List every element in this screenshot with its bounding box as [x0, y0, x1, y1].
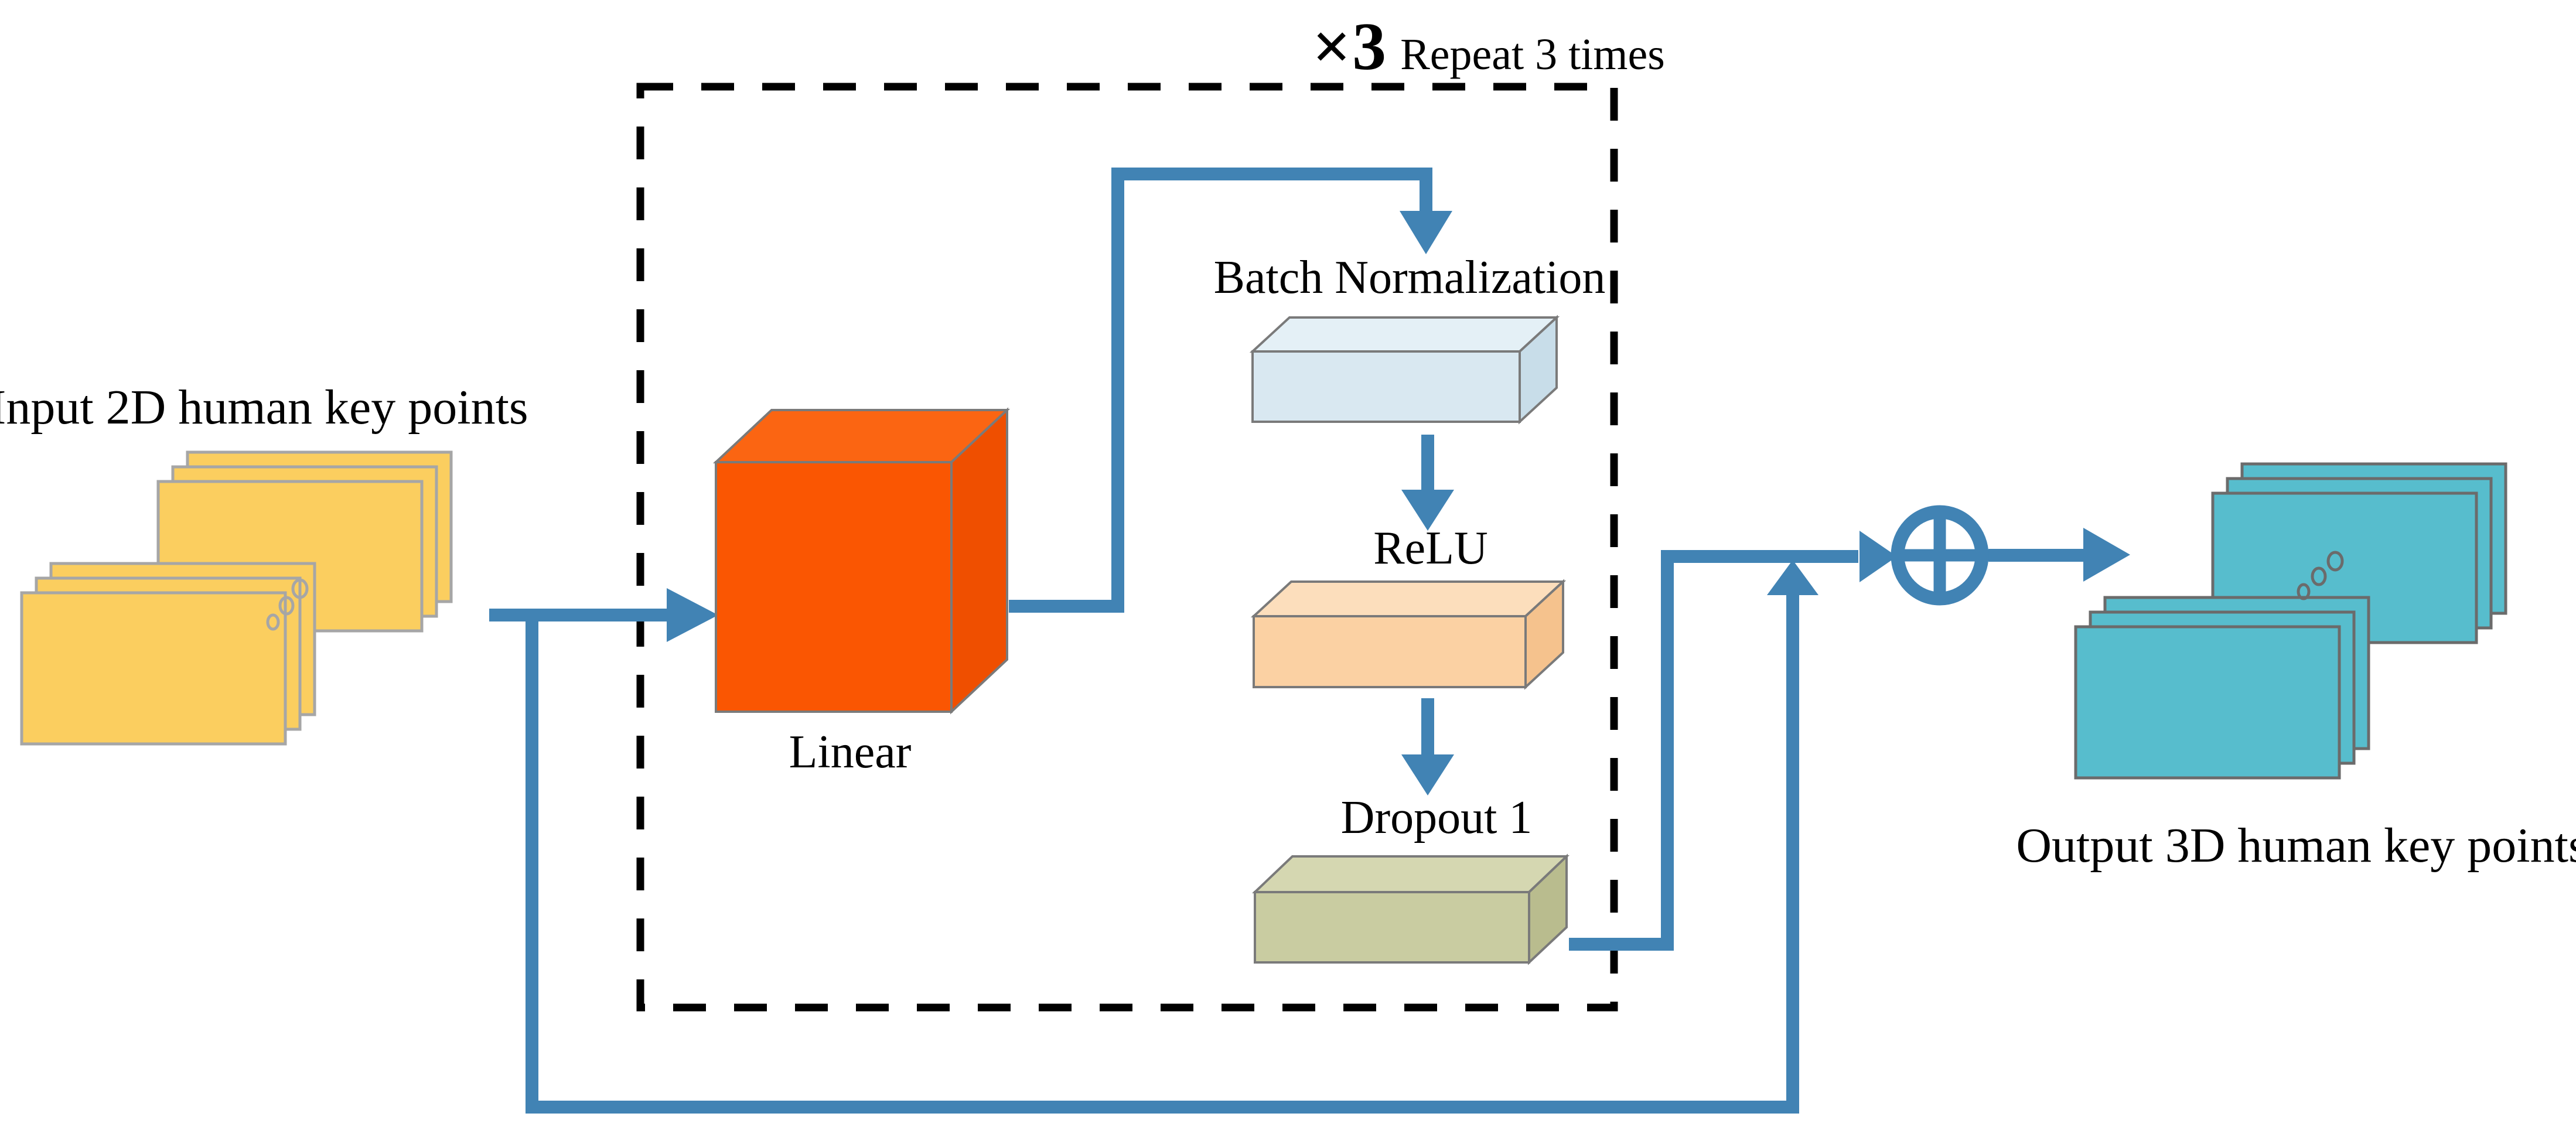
dropout-box-front [1254, 891, 1530, 964]
linear-to-batchnorm-line [1009, 168, 1432, 613]
linear-cube-side [950, 407, 1008, 715]
relu-label: ReLU [1373, 522, 1488, 574]
skip-connection-line [526, 595, 1799, 1114]
dropout-to-sum-line [1569, 550, 1858, 951]
sum-in-arrowhead [1860, 531, 1897, 582]
sum-plus [1899, 513, 1981, 597]
output-panel [2074, 625, 2341, 780]
repeat-badge: ×3 Repeat 3 times [1312, 8, 1665, 86]
batchnorm-arrowhead [1400, 211, 1452, 254]
dropout-box [1252, 853, 1570, 965]
linear-cube-front [715, 461, 953, 713]
relu-box-front [1253, 615, 1527, 688]
arrowheads [667, 211, 2130, 795]
input-panel [20, 591, 287, 746]
input-ellipsis-dots [266, 578, 309, 631]
repeat-multiplier: ×3 [1312, 9, 1388, 84]
output-ellipsis-dots [2297, 551, 2344, 600]
relu-box [1250, 579, 1567, 690]
batchnorm-label: Batch Normalization [1213, 252, 1606, 303]
linear-label: Linear [789, 726, 912, 778]
batchnorm-box [1249, 315, 1560, 425]
linear-cube [712, 407, 1011, 715]
input-arrowhead [667, 588, 718, 642]
output-label: Output 3D human key points [2016, 818, 2576, 873]
repeat-note: Repeat 3 times [1400, 30, 1665, 79]
output-stack [2074, 462, 2507, 780]
skip-up-arrowhead [1767, 560, 1818, 595]
batchnorm-box-front [1251, 350, 1521, 423]
connectors [489, 168, 2086, 1114]
input-stack [20, 450, 453, 746]
batchnorm-box-top [1249, 316, 1560, 353]
circled-plus-icon [1891, 505, 1989, 606]
dropout-arrowhead [1401, 754, 1454, 795]
dropout-label: Dropout 1 [1340, 792, 1533, 843]
relu-arrowhead [1401, 490, 1454, 531]
repeat-block-dashed-border [636, 83, 1618, 1012]
dropout-box-top [1252, 855, 1570, 893]
relu-box-top [1250, 580, 1567, 617]
output-arrowhead [2083, 528, 2130, 582]
input-label: Input 2D human key points [0, 380, 528, 435]
